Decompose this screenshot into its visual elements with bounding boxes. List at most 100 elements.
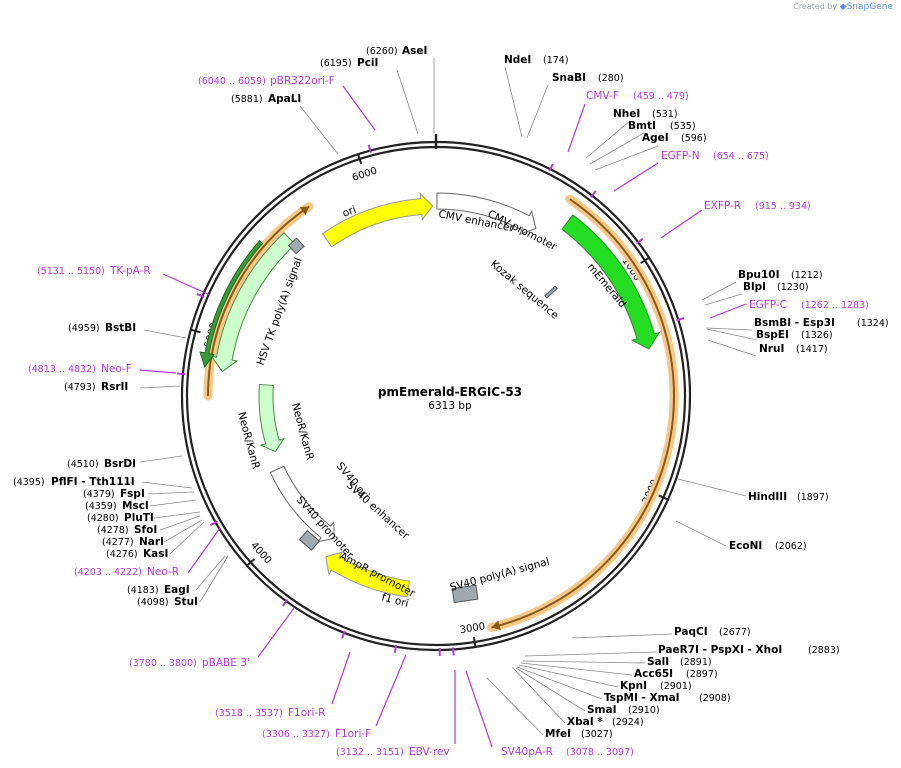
primer-label[interactable]: EXFP-R — [704, 200, 741, 212]
enzyme-label[interactable]: RsrII — [101, 381, 128, 393]
enzyme-position: (2677) — [719, 627, 751, 638]
primer-label[interactable]: pBABE 3' — [202, 657, 250, 669]
primer-site — [393, 644, 398, 653]
neo-region-arrowhead — [299, 206, 310, 216]
primer-label[interactable]: EBV-rev — [409, 746, 450, 758]
primer-callout — [567, 103, 586, 153]
enzyme-position: (4359) — [85, 501, 117, 512]
enzyme-position: (596) — [681, 133, 707, 144]
enzyme-position: (1230) — [777, 282, 809, 293]
primer-label[interactable]: F1ori-R — [288, 707, 325, 719]
enzyme-position: (4183) — [127, 585, 159, 596]
callout-line — [705, 327, 753, 331]
enzyme-label[interactable]: BsmBI - Esp3I — [754, 317, 835, 329]
primer-position: (3306 .. 3327) — [262, 729, 330, 740]
primer-label[interactable]: Neo-F — [101, 363, 132, 375]
primer-label[interactable]: TK-pA-R — [109, 265, 151, 277]
primer-position: (654 .. 675) — [713, 151, 769, 162]
callout-line — [524, 651, 657, 657]
enzyme-label[interactable]: TspMI - XmaI — [604, 692, 680, 704]
enzyme-label[interactable]: ApaLI — [268, 93, 301, 105]
plasmid-size: 6313 bp — [428, 400, 472, 412]
primer-position: (5131 .. 5150) — [37, 266, 105, 277]
enzyme-position: (2897) — [686, 669, 718, 680]
enzyme-label[interactable]: SmaI — [587, 704, 617, 716]
enzyme-label[interactable]: PciI — [357, 57, 378, 69]
enzyme-label[interactable]: Acc65I — [634, 668, 673, 680]
primer-position: (3780 .. 3800) — [129, 658, 197, 669]
enzyme-label[interactable]: PluTI — [124, 512, 154, 524]
callout-line — [522, 660, 646, 664]
primer-label[interactable]: pBR322ori-F — [270, 75, 335, 87]
enzyme-position: (6195) — [320, 58, 352, 69]
primer-label[interactable]: EGFP-N — [661, 150, 700, 162]
enzyme-label[interactable]: BsrDI — [104, 458, 136, 470]
enzyme-label[interactable]: SfoI — [134, 524, 157, 536]
callout-line — [159, 515, 201, 531]
feature-label-neor-inner[interactable]: NeoR/KanR — [289, 402, 316, 462]
primer-callout — [162, 273, 211, 296]
enzyme-label[interactable]: MscI — [122, 500, 149, 512]
callout-line — [675, 520, 727, 547]
enzyme-label[interactable]: HindIII — [748, 491, 787, 503]
feature-label-sv40-polya[interactable]: SV40 poly(A) signal — [449, 556, 551, 594]
feature-label-sv40-promoter[interactable]: SV40 promoter — [294, 494, 356, 561]
enzyme-label[interactable]: FspI — [120, 488, 145, 500]
enzyme-label[interactable]: BspEI — [756, 329, 789, 341]
callout-line — [520, 662, 633, 676]
feature-label-neor-outer[interactable]: NeoR/KanR — [235, 411, 262, 471]
callout-line — [589, 132, 645, 165]
primer-label[interactable]: CMV-F — [586, 90, 619, 102]
enzyme-label[interactable]: KasI — [143, 548, 168, 560]
enzyme-label[interactable]: Bpu10I — [738, 269, 780, 281]
enzyme-label[interactable]: NheI — [613, 108, 640, 120]
enzyme-label[interactable]: XbaI * — [567, 716, 603, 728]
callout-line — [585, 120, 631, 159]
enzyme-label[interactable]: PaqCI — [674, 626, 708, 638]
callout-line — [396, 69, 419, 135]
callout-line — [571, 633, 673, 639]
primer-position: (915 .. 934) — [755, 201, 811, 212]
enzyme-label[interactable]: SnaBI — [552, 72, 586, 84]
enzyme-label[interactable]: BstBI — [105, 322, 136, 334]
enzyme-label[interactable]: KpnI — [620, 680, 647, 692]
enzyme-label[interactable]: AseI — [402, 45, 427, 57]
enzyme-label[interactable]: SalI — [647, 656, 669, 668]
enzyme-label[interactable]: MfeI — [545, 728, 571, 740]
primer-label[interactable]: EGFP-C — [749, 299, 787, 311]
enzyme-label[interactable]: StuI — [174, 596, 198, 608]
primer-site — [176, 372, 186, 376]
enzyme-position: (280) — [598, 73, 624, 84]
callout-line — [504, 66, 523, 138]
enzyme-label[interactable]: EcoNI — [729, 540, 762, 552]
primer-site — [676, 317, 685, 322]
primer-label[interactable]: SV40pA-R — [501, 746, 553, 758]
feature-label-kozak[interactable]: Kozak sequence — [488, 258, 561, 322]
callout-line — [515, 667, 586, 712]
snapgene-credit: Created by ◆SnapGene — [793, 2, 893, 12]
enzyme-label[interactable]: PflFI - Tth111I — [51, 476, 135, 488]
feature-label-ori[interactable]: ori — [341, 204, 358, 220]
primer-site — [548, 163, 554, 172]
tick-label: 6000 — [351, 166, 379, 184]
enzyme-position: (1212) — [791, 270, 823, 281]
enzyme-label[interactable]: NdeI — [504, 54, 531, 66]
enzyme-label[interactable]: AgeI — [642, 132, 669, 144]
primer-position: (4203 .. 4222) — [74, 567, 142, 578]
enzyme-label[interactable]: PaeR7I - PspXI - XhoI — [658, 644, 782, 656]
enzyme-label[interactable]: EagI — [164, 584, 190, 596]
primer-callout — [331, 651, 351, 705]
enzyme-label[interactable]: BmtI — [628, 120, 656, 132]
label-callout-lines — [139, 58, 758, 736]
callout-line — [141, 481, 193, 489]
cmv-enhancer-promoter-arrow — [436, 192, 537, 236]
enzyme-position: (535) — [670, 121, 696, 132]
enzyme-label[interactable]: BlpI — [743, 281, 766, 293]
enzyme-position: (174) — [543, 55, 569, 66]
enzyme-label[interactable]: NruI — [759, 343, 784, 355]
enzyme-label[interactable]: NarI — [139, 536, 164, 548]
primer-labels: pBR322ori-F (6040 .. 6059) CMV-F (459 ..… — [28, 75, 869, 758]
primer-label[interactable]: F1ori-F — [335, 728, 371, 740]
neo-region-arc-line — [207, 205, 310, 396]
primer-label[interactable]: Neo-R — [147, 566, 179, 578]
